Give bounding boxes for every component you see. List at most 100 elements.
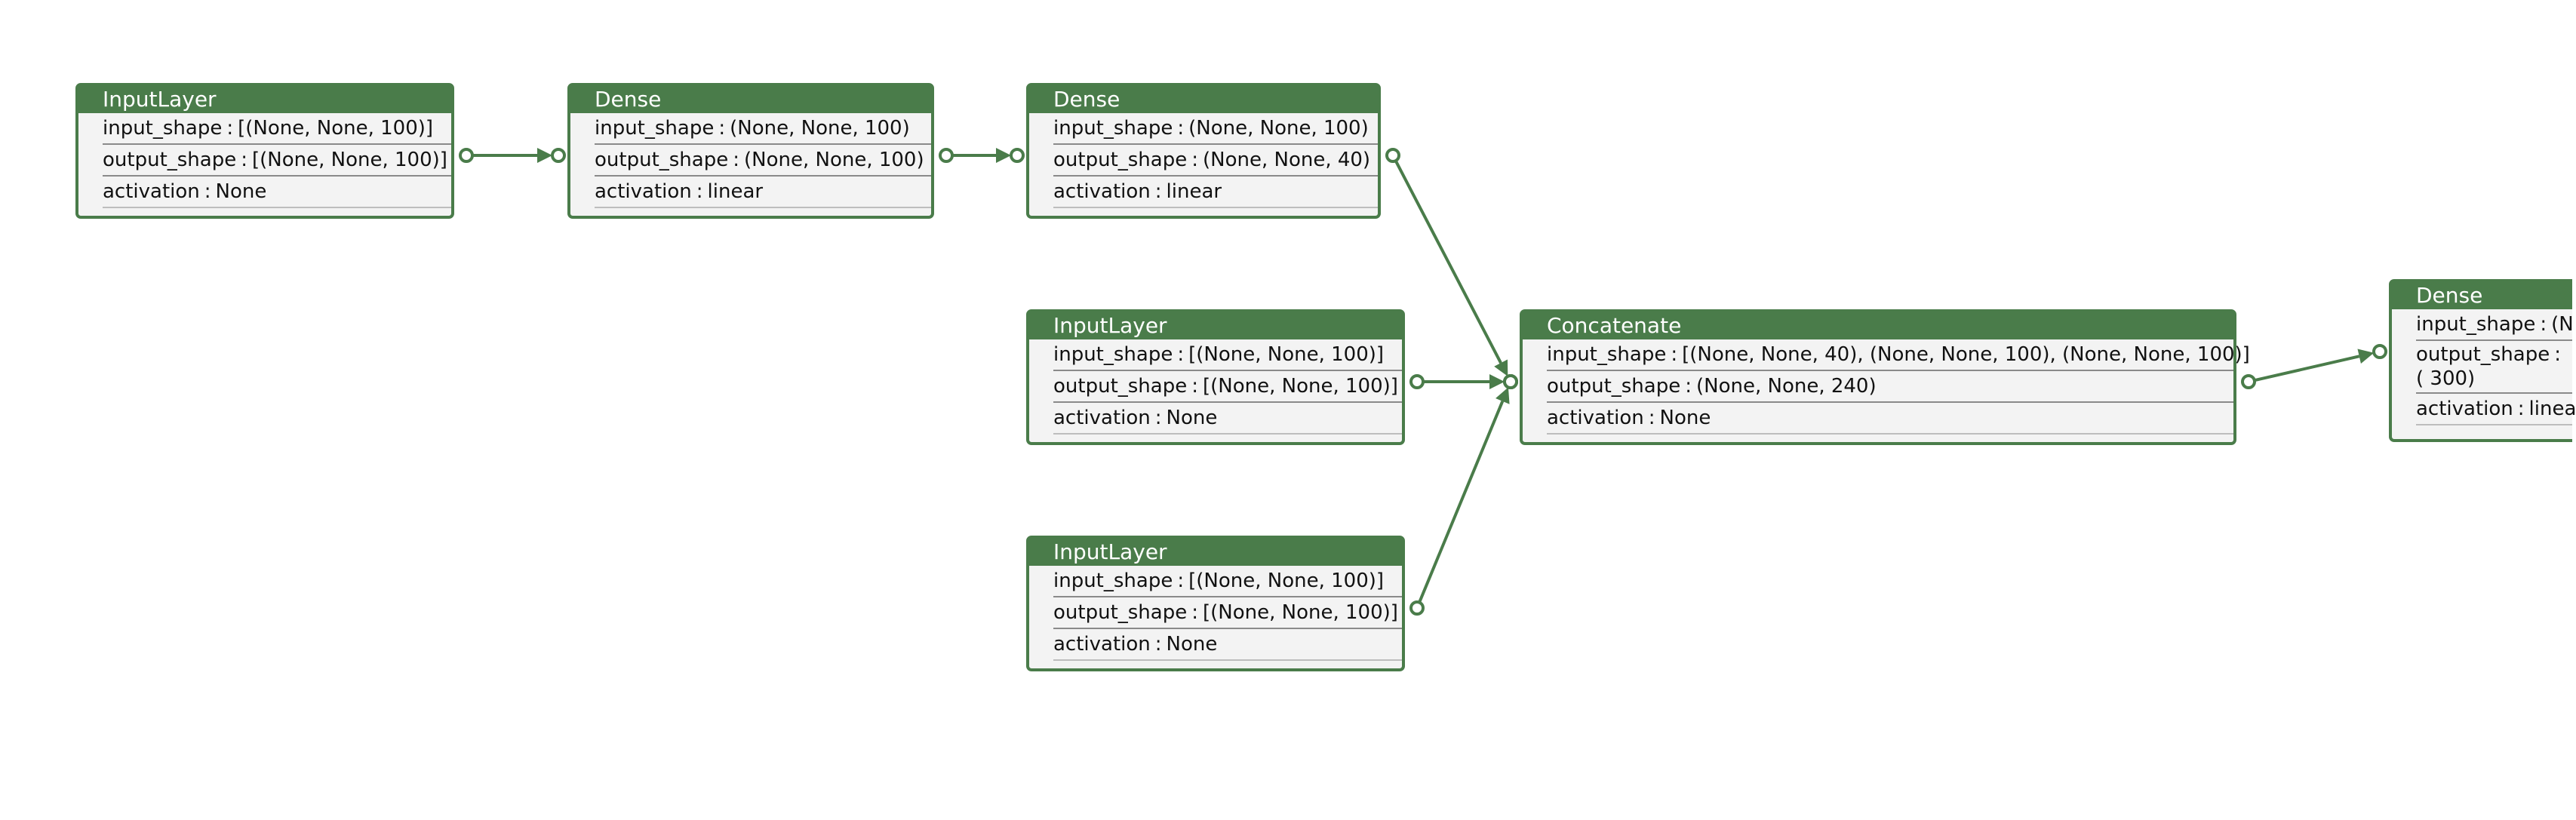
node-output-shape-row: output_shape:(None, None, 40) <box>1053 145 1378 177</box>
edge-line <box>2254 355 2360 382</box>
input-shape-value: (N <box>2551 313 2574 336</box>
edge-target-port <box>1503 374 1518 389</box>
row-separator: : <box>1154 633 1162 656</box>
row-separator: : <box>226 117 234 140</box>
node-concatenate[interactable]: Concatenate input_shape:[(None, None, 40… <box>1520 309 2250 445</box>
node-activation-row: activation:None <box>103 177 451 208</box>
input-shape-value: [(None, None, 100)] <box>238 117 434 140</box>
activation-key: activation <box>595 180 692 203</box>
row-separator: : <box>718 117 726 140</box>
edge-source-port <box>2241 374 2256 389</box>
row-separator: : <box>1177 570 1185 592</box>
row-separator: : <box>696 180 703 203</box>
node-output-shape-row: output_shape:[(None, None, 100)] <box>103 145 451 177</box>
input-shape-value: [(None, None, 100)] <box>1188 343 1385 366</box>
activation-key: activation <box>1053 407 1151 429</box>
edge-arrowhead <box>537 148 552 163</box>
row-separator: : <box>1154 180 1162 203</box>
node-input-shape-row: input_shape:[(None, None, 40), (None, No… <box>1547 339 2250 371</box>
row-separator: : <box>241 149 247 171</box>
activation-value: None <box>1166 407 1218 429</box>
edge-line <box>1418 401 1505 603</box>
row-separator: : <box>1191 601 1198 624</box>
row-separator: : <box>1685 375 1692 398</box>
activation-value: linea <box>2528 398 2576 420</box>
edge-target-port <box>1503 374 1518 389</box>
edge-source-port <box>1409 600 1425 616</box>
output-shape-value: ( 300) <box>2416 367 2476 390</box>
edge-line <box>1394 160 1502 364</box>
row-separator: : <box>2517 398 2525 420</box>
output-shape-value: [(None, None, 100)] <box>1202 601 1398 624</box>
node-activation-row: activation:None <box>1053 403 1402 435</box>
node-activation-row: activation:linea <box>2416 394 2576 425</box>
node-output-shape-row: output_shape: ( 300) <box>2416 341 2572 394</box>
node-dense-3[interactable]: Dense input_shape:(N output_shape:( 300)… <box>2389 279 2576 442</box>
node-output-shape-row: output_shape:(None, None, 100) <box>595 145 931 177</box>
input-shape-key: input_shape <box>1053 343 1173 366</box>
row-separator: : <box>1671 343 1678 366</box>
row-separator: : <box>2540 313 2547 336</box>
node-activation-row: activation:linear <box>1053 177 1378 208</box>
row-separator: : <box>1177 117 1185 140</box>
output-shape-value: (None, None, 240) <box>1695 375 1877 398</box>
output-shape-key: output_shape <box>595 149 729 171</box>
edge-arrowhead <box>2357 349 2375 364</box>
node-title: InputLayer <box>1029 539 1402 566</box>
output-shape-key: output_shape <box>2416 343 2550 366</box>
edge-target-port <box>2372 344 2387 359</box>
activation-key: activation <box>1053 180 1151 203</box>
output-shape-value: (None, None, 100) <box>743 149 924 171</box>
output-shape-value: [(None, None, 100)] <box>1202 375 1398 398</box>
output-shape-value: [(None, None, 100)] <box>251 149 447 171</box>
node-input-shape-row: input_shape:(None, None, 100) <box>595 113 931 145</box>
activation-value: linear <box>1166 180 1222 203</box>
row-separator: : <box>204 180 211 203</box>
row-separator: : <box>2554 343 2561 366</box>
node-input-shape-row: input_shape:[(None, None, 100)] <box>1053 566 1402 597</box>
edge-source-port <box>1409 374 1425 389</box>
node-activation-row: activation:linear <box>595 177 931 208</box>
activation-value: None <box>215 180 267 203</box>
input-shape-key: input_shape <box>1053 570 1173 592</box>
output-shape-key: output_shape <box>1547 375 1681 398</box>
row-separator: : <box>1191 375 1198 398</box>
row-separator: : <box>1648 407 1655 429</box>
node-title: Dense <box>1029 86 1378 113</box>
node-output-shape-row: output_shape:[(None, None, 100)] <box>1053 597 1402 629</box>
activation-key: activation <box>2416 398 2513 420</box>
node-title: Concatenate <box>1523 312 2233 339</box>
input-shape-key: input_shape <box>1547 343 1667 366</box>
node-output-shape-row: output_shape:(None, None, 240) <box>1547 371 2233 403</box>
node-input-layer-2[interactable]: InputLayer input_shape:[(None, None, 100… <box>1026 309 1405 445</box>
edge-target-port <box>551 148 566 163</box>
node-title: InputLayer <box>1029 312 1402 339</box>
input-shape-value: (None, None, 100) <box>730 117 910 140</box>
node-title: InputLayer <box>78 86 451 113</box>
edge-target-port <box>1010 148 1025 163</box>
node-input-layer-3[interactable]: InputLayer input_shape:[(None, None, 100… <box>1026 536 1405 671</box>
output-shape-key: output_shape <box>103 149 237 171</box>
node-input-shape-row: input_shape:[(None, None, 100)] <box>1053 339 1402 371</box>
output-shape-value: (None, None, 40) <box>1202 149 1371 171</box>
edge-source-port <box>939 148 954 163</box>
edge-target-port <box>1503 374 1518 389</box>
activation-value: linear <box>707 180 764 203</box>
node-dense-2[interactable]: Dense input_shape:(None, None, 100) outp… <box>1026 83 1381 219</box>
output-shape-key: output_shape <box>1053 149 1188 171</box>
node-dense-1[interactable]: Dense input_shape:(None, None, 100) outp… <box>567 83 934 219</box>
row-separator: : <box>733 149 739 171</box>
activation-key: activation <box>103 180 200 203</box>
activation-key: activation <box>1547 407 1644 429</box>
edge-source-port <box>459 148 474 163</box>
node-title: Dense <box>2392 282 2572 309</box>
input-shape-value: [(None, None, 100)] <box>1188 570 1385 592</box>
node-input-layer-1[interactable]: InputLayer input_shape:[(None, None, 100… <box>75 83 454 219</box>
edge-arrowhead <box>1495 387 1510 404</box>
node-input-shape-row: input_shape:[(None, None, 100)] <box>103 113 451 145</box>
activation-value: None <box>1659 407 1711 429</box>
node-title: Dense <box>570 86 931 113</box>
output-shape-key: output_shape <box>1053 601 1188 624</box>
activation-value: None <box>1166 633 1218 656</box>
